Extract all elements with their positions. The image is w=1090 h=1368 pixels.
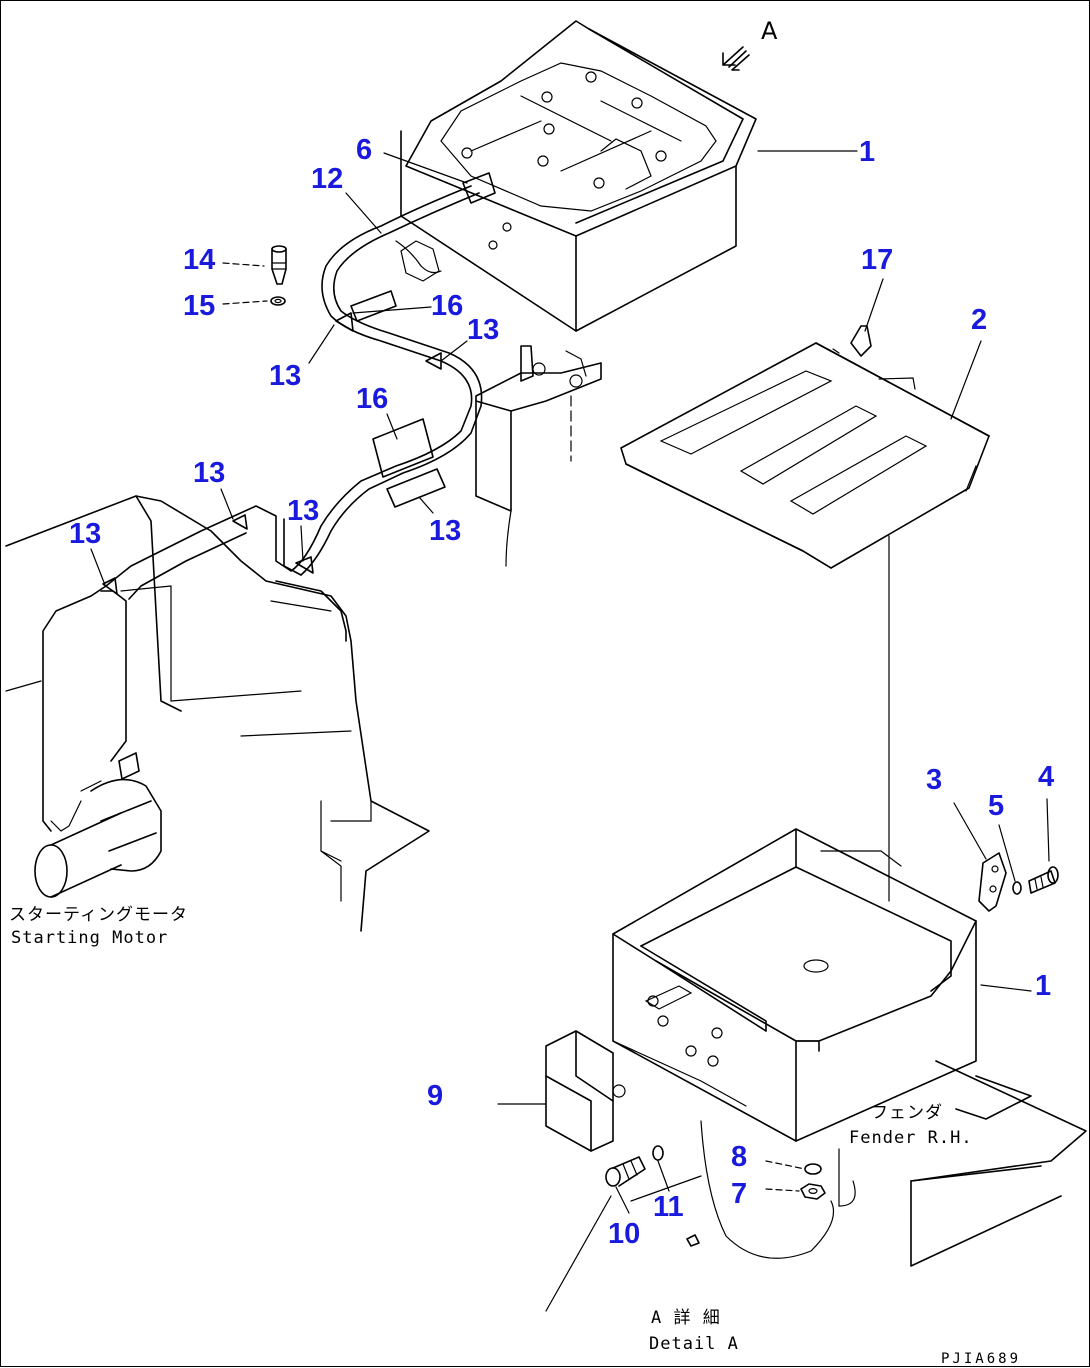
battery-cover <box>620 342 990 569</box>
callout-5: 5 <box>988 790 1004 822</box>
washer-15 <box>270 296 286 306</box>
guard-9 <box>545 1030 626 1152</box>
callout-13-f: 13 <box>69 518 101 550</box>
starting-motor-label-jp: スターティングモータ <box>9 905 188 925</box>
callout-13-e: 13 <box>287 495 319 527</box>
detail-a-outline <box>545 1040 856 1312</box>
detail-label-en: Detail A <box>649 1334 739 1354</box>
callout-15: 15 <box>183 290 215 322</box>
washer-8 <box>804 1163 822 1175</box>
callout-1-bottom: 1 <box>1035 970 1051 1002</box>
fender-rh <box>910 1060 1087 1267</box>
callout-2: 2 <box>971 304 987 336</box>
callout-16-a: 16 <box>431 290 463 322</box>
washer-11 <box>652 1145 664 1161</box>
latch-3 <box>978 852 1007 912</box>
view-a-arrow <box>722 46 750 71</box>
callout-3: 3 <box>926 764 942 796</box>
washer-5 <box>1012 881 1022 895</box>
callout-11: 11 <box>653 1191 684 1223</box>
callout-13-d: 13 <box>193 457 225 489</box>
callout-1-top: 1 <box>859 136 875 168</box>
callout-10: 10 <box>608 1218 640 1250</box>
view-a-label: A <box>761 17 778 45</box>
callout-14: 14 <box>183 244 215 276</box>
detail-label-jp: A 詳 細 <box>651 1308 721 1328</box>
callout-8: 8 <box>731 1141 747 1173</box>
engine-frame <box>5 495 430 932</box>
callout-16-b: 16 <box>356 383 388 415</box>
nut-7 <box>800 1183 826 1200</box>
callout-13-a: 13 <box>467 314 499 346</box>
clip-17 <box>850 325 872 357</box>
battery-box-bottom <box>612 828 977 1142</box>
bolt-14 <box>271 245 287 285</box>
fender-label-jp: フェンダ <box>871 1103 943 1123</box>
starting-motor-label-en: Starting Motor <box>11 928 168 948</box>
callout-4: 4 <box>1038 761 1054 793</box>
mounting-bracket <box>475 345 602 567</box>
battery-cable <box>42 172 496 832</box>
fender-label-en: Fender R.H. <box>849 1128 973 1148</box>
callout-9: 9 <box>427 1080 443 1112</box>
callout-13-b: 13 <box>269 360 301 392</box>
starting-motor <box>34 752 162 898</box>
bolt-10 <box>605 1156 646 1187</box>
battery-box-top <box>395 20 757 332</box>
callout-17: 17 <box>861 244 893 276</box>
callout-13-c: 13 <box>429 515 461 547</box>
drawing-code: PJIA689 <box>941 1351 1021 1367</box>
callout-7: 7 <box>731 1178 747 1210</box>
bolt-4 <box>1028 866 1059 894</box>
callout-6: 6 <box>356 134 372 166</box>
callout-12: 12 <box>311 163 343 195</box>
leader-lines <box>90 150 1050 1214</box>
callouts: 1 1 2 3 4 5 6 7 8 9 10 11 12 13 13 13 13… <box>69 134 1054 1250</box>
